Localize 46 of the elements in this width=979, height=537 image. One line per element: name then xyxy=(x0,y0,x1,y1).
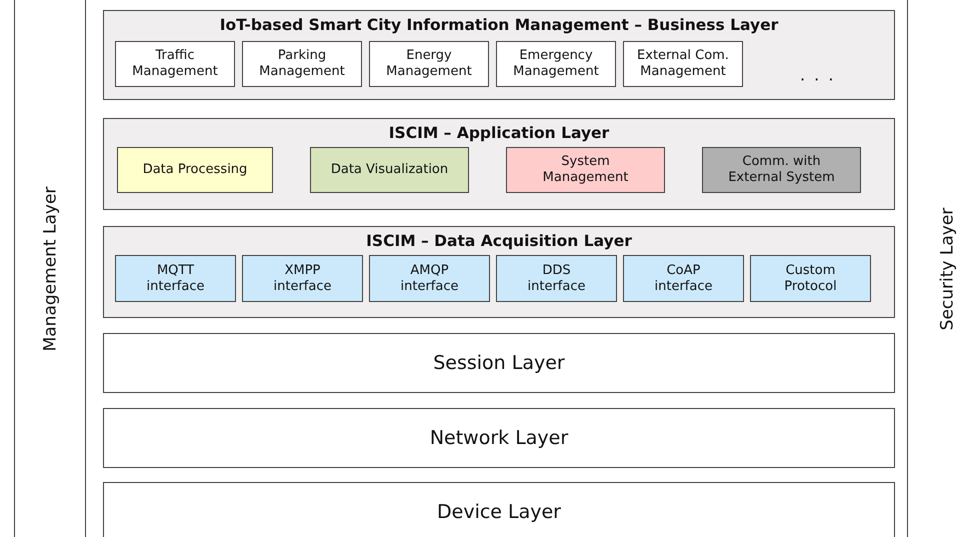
ellipsis-text: · · · xyxy=(800,70,836,89)
layer-box xyxy=(103,408,895,468)
module-box xyxy=(496,255,617,302)
module-box xyxy=(496,41,616,87)
module-label: Parking Management xyxy=(258,48,346,80)
module-box xyxy=(369,255,490,302)
module-box xyxy=(242,41,362,87)
layer-title: IoT-based Smart City Information Management – Business Layer xyxy=(220,17,778,33)
module-label: System Management xyxy=(542,154,630,186)
module-box xyxy=(115,255,236,302)
layer-label: Security Layer xyxy=(939,208,955,330)
layer-label: Management Layer xyxy=(42,186,58,352)
module-label: Traffic Management xyxy=(131,48,219,80)
layer-title: ISCIM – Data Acquisition Layer xyxy=(366,233,632,249)
layer-label: Device Layer xyxy=(437,504,561,520)
layer-label: Session Layer xyxy=(433,355,565,371)
module-label: XMPP interface xyxy=(272,262,332,294)
module-box xyxy=(117,147,273,193)
module-label: Comm. with External System xyxy=(727,154,836,186)
module-box xyxy=(369,41,489,87)
module-label: MQTT interface xyxy=(146,262,206,294)
layer-box xyxy=(103,482,895,537)
module-label: Data Processing xyxy=(142,162,248,178)
module-box xyxy=(310,147,469,193)
module-box xyxy=(115,41,235,87)
module-label: DDS interface xyxy=(526,262,586,294)
module-box xyxy=(702,147,861,193)
layer-title: ISCIM – Application Layer xyxy=(388,125,610,141)
module-box xyxy=(750,255,871,302)
module-label: Emergency Management xyxy=(512,48,600,80)
layer-box xyxy=(103,333,895,393)
module-label: Energy Management xyxy=(385,48,473,80)
module-box xyxy=(506,147,665,193)
module-box xyxy=(242,255,363,302)
layer-panel xyxy=(103,118,895,210)
module-label: External Com. Management xyxy=(636,48,730,80)
module-label: CoAP interface xyxy=(654,262,714,294)
module-label: AMQP interface xyxy=(400,262,460,294)
layer-label: Network Layer xyxy=(430,430,568,446)
module-label: Custom Protocol xyxy=(783,262,838,294)
module-box xyxy=(623,255,744,302)
module-box xyxy=(623,41,743,87)
layer-panel xyxy=(103,10,895,100)
side-layer-bar xyxy=(14,0,86,537)
module-label: Data Visualization xyxy=(330,162,448,178)
layer-panel xyxy=(103,226,895,318)
